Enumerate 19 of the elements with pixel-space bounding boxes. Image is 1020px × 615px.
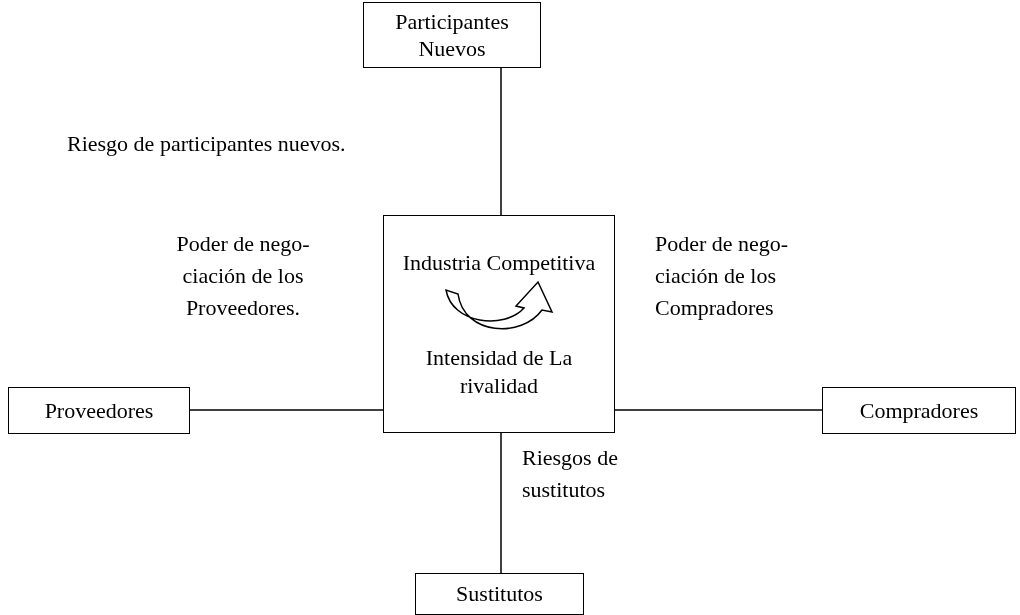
- box: [415, 573, 584, 615]
- node-text: Participantes Nuevos: [394, 7, 510, 63]
- node-text: Industria Competitiva: [402, 248, 596, 277]
- connector-line: [500, 67, 502, 216]
- connector-line: [614, 409, 823, 411]
- connector-line: [189, 409, 384, 411]
- force-label: Poder de nego- ciación de los Proveedores.: [175, 230, 311, 322]
- node-text: Compradores: [859, 396, 979, 425]
- node-text: Intensidad de La rivalidad: [424, 344, 574, 400]
- box: [822, 387, 1016, 434]
- box: [8, 387, 190, 434]
- box: [363, 2, 541, 68]
- force-label: Poder de nego- ciación de los Compradores: [655, 230, 790, 322]
- connector-line: [500, 432, 502, 574]
- force-label: Riesgo de participantes nuevos.: [67, 130, 347, 158]
- node-text: Proveedores: [44, 396, 154, 425]
- box: [383, 215, 615, 433]
- force-label: Riesgos de sustitutos: [522, 444, 619, 504]
- node-text: Sustitutos: [456, 580, 543, 608]
